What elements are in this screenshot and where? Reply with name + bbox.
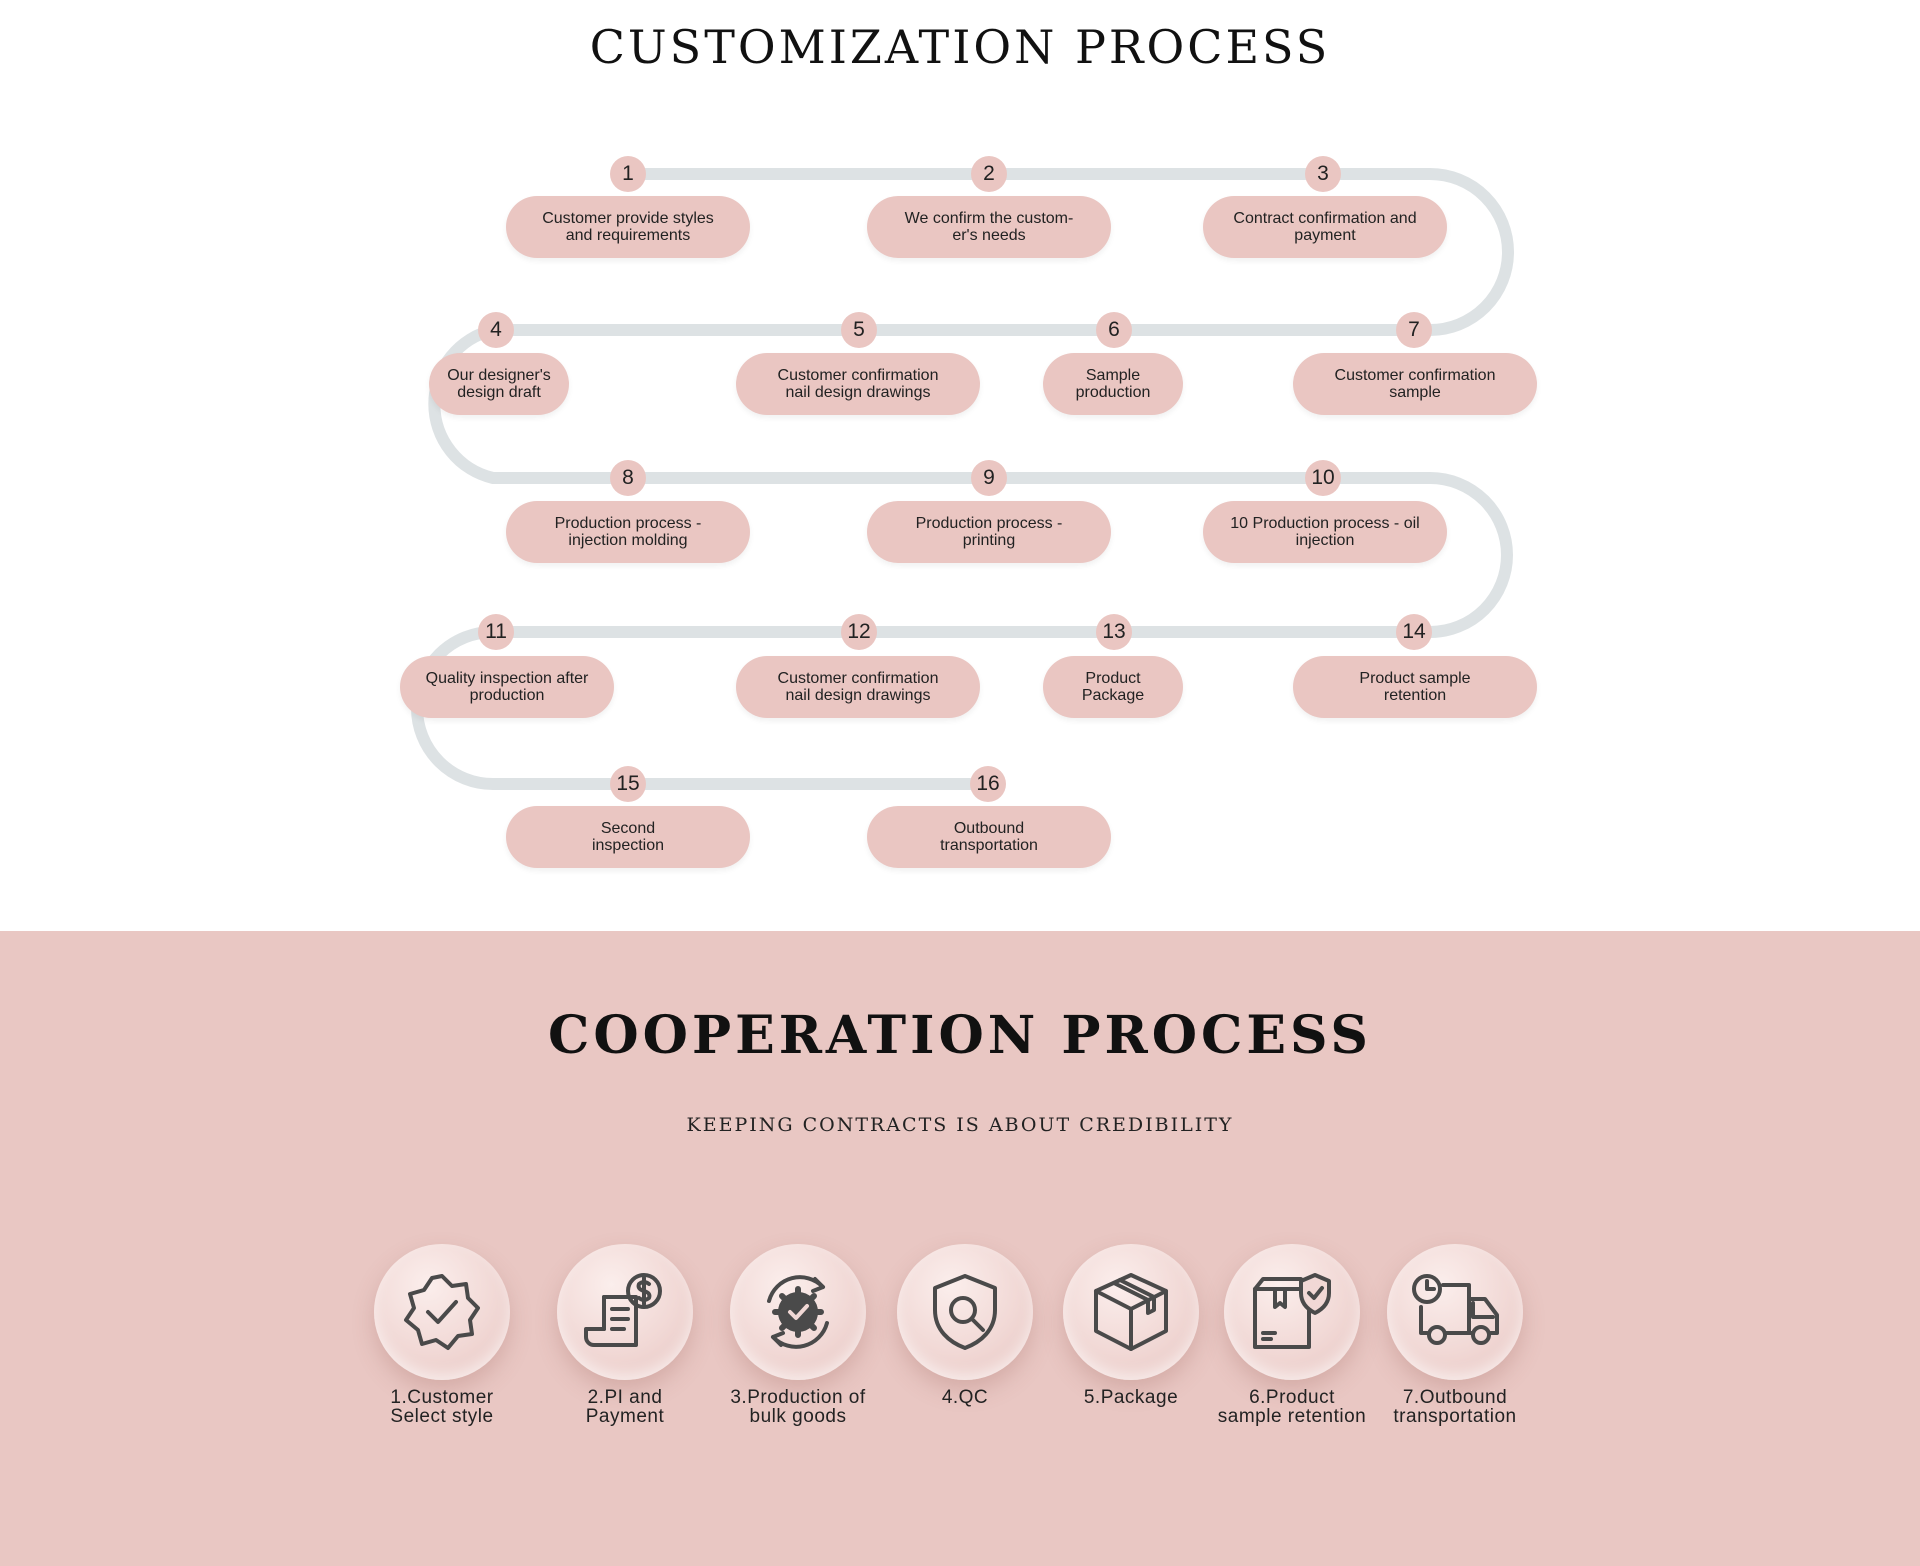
step-label: Production process - printing — [915, 515, 1063, 549]
step-pill: Production process - printing — [867, 501, 1111, 563]
step-label: We confirm the custom- er's needs — [904, 210, 1074, 244]
coop-step: 4.QC — [875, 1244, 1055, 1407]
step-pill: Sample production — [1043, 353, 1183, 415]
coop-step-label: 6.Product sample retention — [1217, 1387, 1367, 1427]
step-label: Second inspection — [591, 820, 665, 854]
step-pill: Outbound transportation — [867, 806, 1111, 868]
step-label: 10 Production process - oil injection — [1230, 515, 1420, 549]
coop-step: 3.Production of bulk goods — [708, 1244, 888, 1426]
step-pill: Customer confirmation sample — [1293, 353, 1537, 415]
icon-bubble — [730, 1244, 866, 1380]
customization-title: CUSTOMIZATION PROCESS — [589, 20, 1331, 74]
step-label: Product Package — [1081, 670, 1145, 704]
step-pill: Contract confirmation and payment — [1203, 196, 1447, 258]
step-number: 1 — [610, 156, 646, 192]
customization-section — [0, 0, 1920, 931]
step-number: 8 — [610, 460, 646, 496]
coop-step: 6.Product sample retention — [1202, 1244, 1382, 1426]
icon-bubble — [1063, 1244, 1199, 1380]
coop-step: 2.PI and Payment — [535, 1244, 715, 1426]
production-gear-icon — [767, 1275, 829, 1349]
step-number: 9 — [971, 460, 1007, 496]
step-number: 5 — [841, 312, 877, 348]
step-label: Contract confirmation and payment — [1233, 210, 1417, 244]
step-number: 15 — [610, 766, 646, 802]
step-number: 16 — [970, 766, 1006, 802]
coop-step-label: 5.Package — [1083, 1387, 1179, 1408]
coop-step: 7.Outbound transportation — [1365, 1244, 1545, 1426]
step-label: Customer provide styles and requirements — [542, 210, 714, 244]
step-pill: Customer confirmation nail design drawin… — [736, 656, 980, 718]
step-label: Sample production — [1075, 367, 1151, 401]
step-pill: Quality inspection after production — [400, 656, 614, 718]
icon-bubble — [1387, 1244, 1523, 1380]
step-label: Product sample retention — [1359, 670, 1471, 704]
step-label: Quality inspection after production — [425, 670, 589, 704]
coop-step: 1.Customer Select style — [352, 1244, 532, 1426]
icon-bubble — [1224, 1244, 1360, 1380]
step-number: 13 — [1096, 614, 1132, 650]
icon-bubble — [374, 1244, 510, 1380]
step-number: 11 — [478, 614, 514, 650]
step-pill: Customer confirmation nail design drawin… — [736, 353, 980, 415]
step-label: Customer confirmation nail design drawin… — [777, 367, 939, 401]
cooperation-title: COOPERATION PROCESS — [548, 1005, 1372, 1066]
process-path — [411, 168, 1514, 790]
step-pill: Production process - injection molding — [506, 501, 750, 563]
step-label: Customer confirmation nail design drawin… — [777, 670, 939, 704]
step-number: 7 — [1396, 312, 1432, 348]
step-pill: Customer provide styles and requirements — [506, 196, 750, 258]
icon-bubble — [557, 1244, 693, 1380]
cooperation-subtitle: KEEPING CONTRACTS IS ABOUT CREDIBILITY — [686, 1114, 1234, 1136]
coop-step-label: 4.QC — [941, 1387, 989, 1408]
quality-shield-search-icon — [933, 1274, 997, 1350]
step-number: 12 — [841, 614, 877, 650]
verified-badge-icon — [404, 1274, 480, 1350]
step-number: 6 — [1096, 312, 1132, 348]
coop-step-label: 2.PI and Payment — [585, 1387, 665, 1427]
coop-step-label: 7.Outbound transportation — [1393, 1387, 1517, 1427]
step-pill: Product sample retention — [1293, 656, 1537, 718]
box-shield-icon — [1253, 1273, 1331, 1349]
step-number: 2 — [971, 156, 1007, 192]
step-pill: Our designer's design draft — [429, 353, 569, 415]
step-pill: Product Package — [1043, 656, 1183, 718]
step-number: 3 — [1305, 156, 1341, 192]
step-pill: We confirm the custom- er's needs — [867, 196, 1111, 258]
step-number: 4 — [478, 312, 514, 348]
package-box-icon — [1094, 1273, 1168, 1351]
coop-step-label: 3.Production of bulk goods — [730, 1387, 866, 1427]
coop-step-label: 1.Customer Select style — [390, 1387, 494, 1427]
step-number: 10 — [1305, 460, 1341, 496]
icon-bubble — [897, 1244, 1033, 1380]
step-pill: 10 Production process - oil injection — [1203, 501, 1447, 563]
step-label: Production process - injection molding — [554, 515, 702, 549]
step-number: 14 — [1396, 614, 1432, 650]
step-label: Outbound transportation — [940, 820, 1038, 854]
delivery-truck-icon — [1412, 1274, 1499, 1345]
coop-step: 5.Package — [1041, 1244, 1221, 1407]
invoice-payment-icon — [584, 1273, 662, 1347]
step-label: Customer confirmation sample — [1334, 367, 1496, 401]
step-pill: Second inspection — [506, 806, 750, 868]
step-label: Our designer's design draft — [447, 367, 551, 401]
